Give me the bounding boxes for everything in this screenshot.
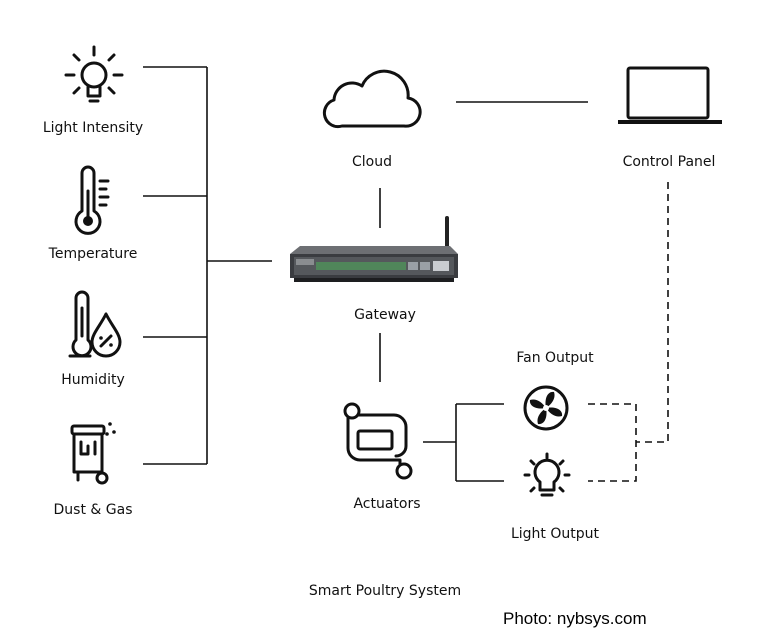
light-output-label: Light Output — [510, 526, 600, 542]
light-bulb-icon — [523, 452, 571, 497]
system-connectors — [379, 101, 588, 482]
photo-credit: Photo: nybsys.com — [503, 609, 647, 628]
temperature-label: Temperature — [48, 246, 138, 262]
dust-gas-label: Dust & Gas — [53, 502, 133, 518]
bulb-icon — [64, 45, 124, 103]
cloud-label: Cloud — [352, 154, 392, 170]
humidity-icon — [68, 290, 122, 358]
laptop-icon — [618, 66, 722, 124]
control-panel-label: Control Panel — [622, 154, 716, 170]
humidity-label: Humidity — [61, 372, 125, 388]
fan-icon — [523, 385, 569, 431]
thermometer-icon — [74, 165, 110, 235]
gateway-label: Gateway — [354, 307, 416, 323]
light-intensity-label: Light Intensity — [42, 120, 144, 136]
caption: Smart Poultry System — [308, 583, 462, 599]
dashed-control-connectors — [588, 182, 669, 482]
fan-output-label: Fan Output — [516, 350, 594, 366]
actuator-icon — [343, 402, 413, 480]
dust-gas-icon — [70, 422, 116, 485]
actuators-label: Actuators — [353, 496, 421, 512]
sensor-connectors — [143, 66, 272, 465]
gateway-device-icon — [290, 216, 458, 282]
cloud-icon — [322, 69, 422, 129]
